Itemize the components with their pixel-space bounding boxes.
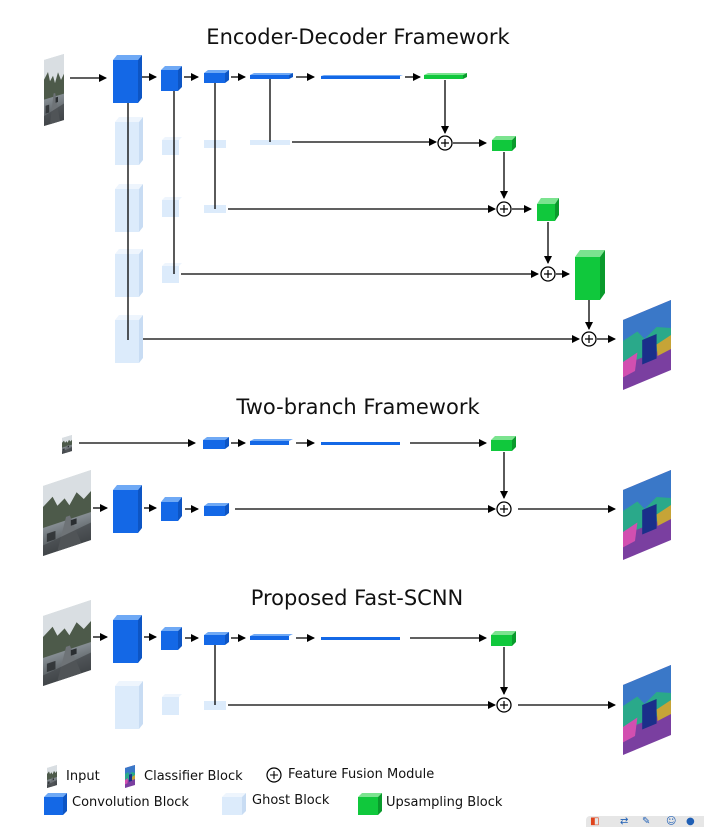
ed-conv-block-3: [204, 70, 229, 83]
fs-conv-block-4: [250, 634, 293, 640]
fs-conv-block-5: [321, 637, 400, 640]
legend-fusion-label: Feature Fusion Module: [288, 767, 434, 782]
corner-toolbar[interactable]: ◧ ⇄ ✎ ☺ ●: [586, 816, 704, 827]
ed-conv-block-4: [250, 73, 293, 79]
legend-ghost-swatch: [222, 793, 246, 815]
ed-output-segmentation: [623, 300, 671, 390]
tb-conv-block-2: [161, 497, 182, 521]
legend-conv-swatch: [44, 793, 67, 815]
ed-upsample-block-1: [424, 73, 467, 79]
user-icon[interactable]: ●: [686, 816, 695, 827]
legend-conv-label: Convolution Block: [72, 795, 189, 810]
ed-upsample-block-3: [537, 198, 559, 221]
legend-input-label: Input: [66, 769, 100, 784]
legend-classifier-swatch: [125, 765, 135, 788]
tb-input-image: [43, 470, 91, 556]
legend-upsample-label: Upsampling Block: [386, 795, 503, 810]
fs-upsample-block: [491, 631, 516, 646]
legend-upsample-swatch: [358, 793, 382, 815]
tb-conv-block-a: [203, 437, 229, 449]
ed-conv-block-5: [321, 75, 403, 79]
tb-conv-block-c: [321, 442, 400, 445]
ed-ghost-column: [115, 117, 290, 363]
smile-icon[interactable]: ☺: [666, 816, 677, 827]
tb-conv-block-3: [204, 503, 229, 516]
legend-input-swatch: [47, 765, 57, 788]
ed-upsample-block-2: [492, 136, 516, 151]
ed-conv-block-2: [161, 66, 182, 91]
translate-icon[interactable]: ⇄: [620, 816, 629, 827]
app-logo-icon[interactable]: ◧: [590, 816, 600, 827]
fs-conv-block-2: [161, 627, 182, 650]
pen-icon[interactable]: ✎: [642, 816, 651, 827]
legend-ghost-label: Ghost Block: [252, 793, 330, 808]
fs-ghost-column: [115, 681, 226, 729]
tb-output-segmentation: [623, 470, 671, 560]
ed-input-image: [44, 54, 64, 126]
legend: Input Classifier Block Feature Fusion Mo…: [44, 765, 503, 815]
fs-output-segmentation: [623, 665, 671, 755]
tb-upsample-block: [491, 436, 516, 451]
encoder-decoder-title: Encoder-Decoder Framework: [206, 25, 510, 49]
ed-conv-block-1: [113, 55, 142, 103]
legend-classifier-label: Classifier Block: [144, 769, 243, 784]
ed-upsample-block-4: [575, 250, 605, 300]
proposed-title: Proposed Fast-SCNN: [251, 586, 464, 610]
fs-conv-block-3: [204, 632, 229, 645]
tb-input-small: [62, 435, 72, 454]
fs-input-image: [43, 600, 91, 686]
fs-conv-block-1: [113, 615, 142, 663]
two-branch-title: Two-branch Framework: [235, 395, 480, 419]
tb-conv-block-1: [113, 485, 142, 533]
tb-conv-block-b: [250, 439, 293, 445]
